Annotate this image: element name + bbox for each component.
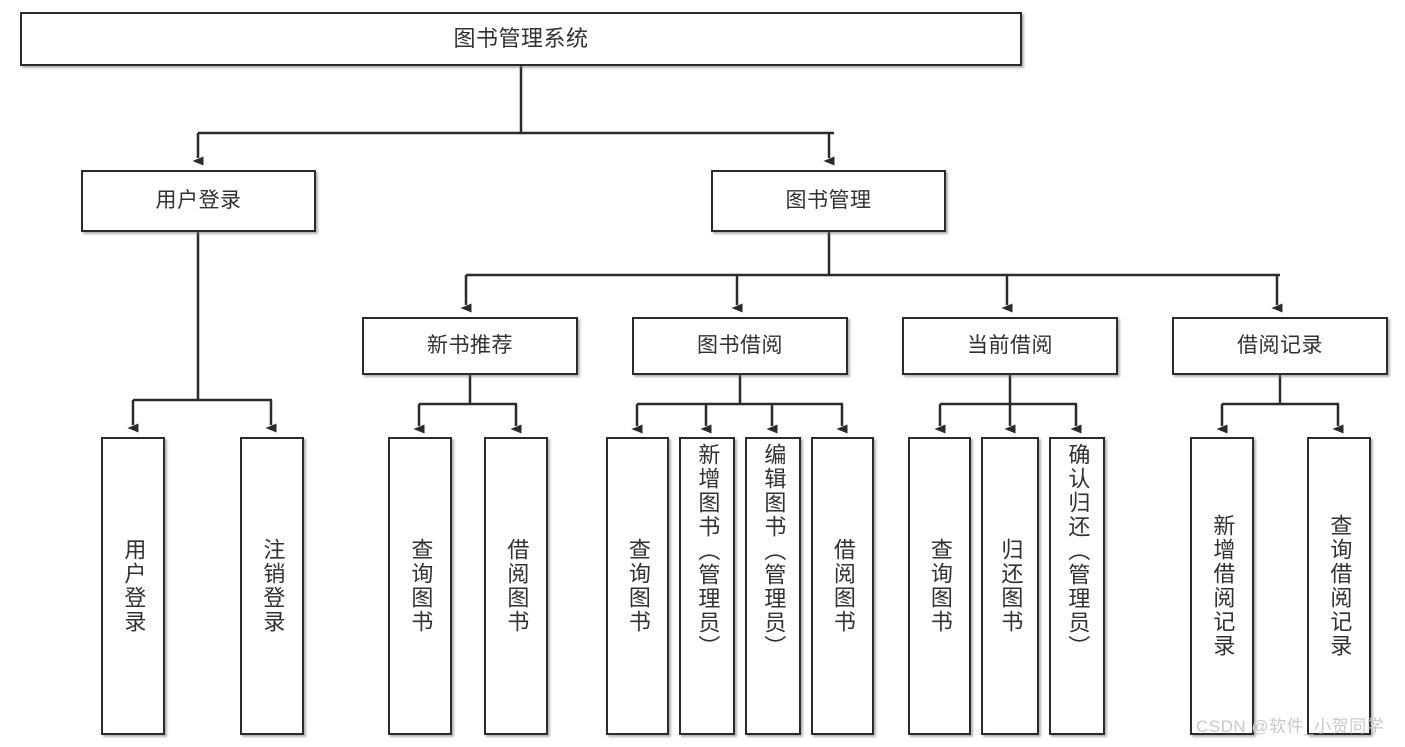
node-leaf-borrow-book-2-label: 借阅图书 [830, 538, 856, 634]
node-leaf-query-record[interactable]: 查询借阅记录 [1307, 437, 1371, 735]
node-borrow-record-label: 借阅记录 [1237, 333, 1323, 357]
node-leaf-add-record[interactable]: 新增借阅记录 [1190, 437, 1254, 735]
node-leaf-add-record-label: 新增借阅记录 [1210, 514, 1236, 658]
node-new-book-rec[interactable]: 新书推荐 [362, 317, 578, 375]
node-leaf-query-book-3-label: 查询图书 [927, 538, 953, 634]
node-leaf-logout[interactable]: 注销登录 [240, 437, 304, 735]
node-current-borrow-label: 当前借阅 [967, 333, 1053, 357]
node-leaf-return-book[interactable]: 归还图书 [981, 437, 1039, 735]
node-leaf-logout-label: 注销登录 [260, 538, 286, 634]
node-leaf-query-book-1-label: 查询图书 [408, 538, 434, 634]
node-book-borrow-label: 图书借阅 [697, 333, 783, 357]
node-book-borrow[interactable]: 图书借阅 [632, 317, 848, 375]
node-leaf-query-book-1[interactable]: 查询图书 [388, 437, 452, 735]
node-leaf-borrow-book-1[interactable]: 借阅图书 [484, 437, 548, 735]
node-leaf-return-book-label: 归还图书 [998, 538, 1024, 634]
node-leaf-add-book[interactable]: 新增图书（管理员） [679, 437, 735, 735]
node-leaf-edit-book[interactable]: 编辑图书（管理员） [745, 437, 801, 735]
node-new-book-rec-label: 新书推荐 [427, 333, 513, 357]
csdn-watermark: CSDN @软件_小贺同学 [1196, 717, 1385, 736]
node-user-login[interactable]: 用户登录 [81, 170, 316, 232]
node-leaf-edit-book-label: 编辑图书（管理员） [761, 443, 787, 659]
node-leaf-confirm-return[interactable]: 确认归还（管理员） [1049, 437, 1105, 735]
node-leaf-borrow-book-2[interactable]: 借阅图书 [811, 437, 874, 735]
node-leaf-confirm-return-label: 确认归还（管理员） [1065, 443, 1091, 659]
node-user-login-label: 用户登录 [155, 188, 242, 212]
node-leaf-add-book-label: 新增图书（管理员） [695, 443, 721, 659]
node-root-label: 图书管理系统 [453, 26, 589, 52]
node-leaf-query-book-3[interactable]: 查询图书 [908, 437, 971, 735]
node-leaf-query-book-2-label: 查询图书 [625, 538, 651, 634]
node-borrow-record[interactable]: 借阅记录 [1172, 317, 1388, 375]
node-book-manage[interactable]: 图书管理 [711, 170, 946, 232]
node-leaf-query-book-2[interactable]: 查询图书 [606, 437, 669, 735]
node-root[interactable]: 图书管理系统 [20, 12, 1022, 66]
node-current-borrow[interactable]: 当前借阅 [902, 317, 1118, 375]
node-book-manage-label: 图书管理 [785, 188, 872, 212]
node-leaf-borrow-book-1-label: 借阅图书 [504, 538, 530, 634]
node-leaf-user-login[interactable]: 用户登录 [101, 437, 165, 735]
node-leaf-user-login-label: 用户登录 [121, 538, 147, 634]
node-leaf-query-record-label: 查询借阅记录 [1327, 514, 1353, 658]
